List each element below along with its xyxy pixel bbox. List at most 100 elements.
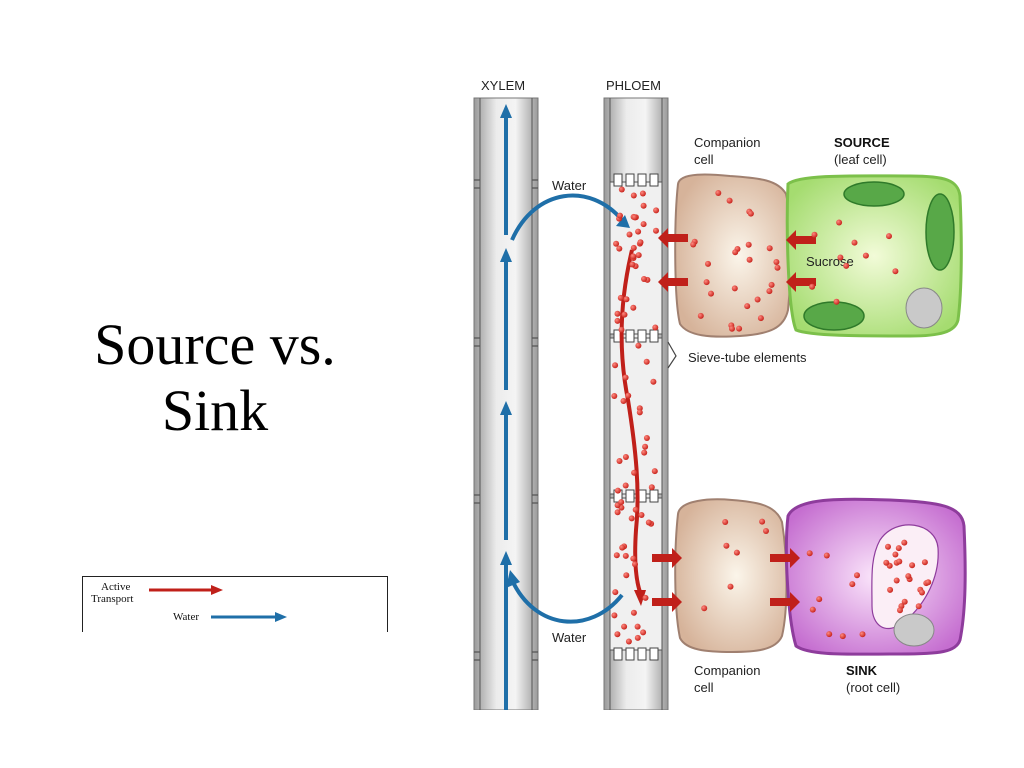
sucrose-dot xyxy=(640,202,647,209)
companion-cell-bottom-label-2: cell xyxy=(694,680,714,695)
sucrose-dot xyxy=(645,519,652,526)
source-label: SOURCE xyxy=(834,135,890,150)
sucrose-dot xyxy=(621,623,628,630)
legend-water-label: Water xyxy=(173,611,199,623)
sucrose-dot xyxy=(723,542,730,549)
sucrose-dot xyxy=(729,325,735,332)
sucrose-dot xyxy=(614,317,621,324)
sucrose-dot xyxy=(621,311,628,318)
water-label-bottom: Water xyxy=(552,630,587,645)
sucrose-dot xyxy=(623,296,630,303)
sucrose-dot xyxy=(745,241,752,248)
sucrose-dot xyxy=(614,310,621,317)
title-line-1: Source vs. xyxy=(94,312,336,377)
sucrose-dot xyxy=(622,454,629,460)
sucrose-dot xyxy=(811,231,818,238)
sucrose-dot xyxy=(613,552,620,559)
sucrose-dot xyxy=(836,219,843,226)
sucrose-dot xyxy=(631,214,638,221)
sucrose-dot xyxy=(631,469,638,476)
sucrose-dot xyxy=(622,482,629,489)
xylem-water-arrows xyxy=(500,104,512,710)
sucrose-dot xyxy=(809,606,816,613)
sucrose-dot xyxy=(773,259,780,265)
phloem-label: PHLOEM xyxy=(606,78,661,93)
sucrose-dot xyxy=(833,298,840,305)
root-cell-nucleus xyxy=(893,613,935,647)
sucrose-dot xyxy=(892,551,899,558)
water-arc-bottom xyxy=(506,570,624,624)
sucrose-dot xyxy=(623,572,630,579)
sucrose-dot xyxy=(726,197,733,204)
unloading-arrows-sink xyxy=(652,548,800,612)
sucrose-dot xyxy=(897,607,903,614)
sucrose-dot xyxy=(697,312,704,319)
sucrose-dot xyxy=(905,573,912,580)
sucrose-dot xyxy=(901,598,908,605)
sucrose-dot xyxy=(809,283,816,290)
sucrose-dot xyxy=(747,210,754,217)
legend-water-arrow xyxy=(211,612,287,622)
legend-active-label-1: Active xyxy=(101,581,130,593)
sucrose-dot xyxy=(921,559,928,566)
legend-active-label-2: Transport xyxy=(91,593,133,605)
sucrose-dot xyxy=(915,603,922,610)
sucrose-dot xyxy=(642,443,649,450)
sucrose-dot xyxy=(862,252,869,259)
sucrose-dot xyxy=(642,594,649,601)
sucrose-dot xyxy=(651,468,658,475)
sucrose-dot xyxy=(766,288,773,295)
sucrose-dot xyxy=(886,233,892,240)
sucrose-dot xyxy=(618,326,625,333)
sucrose-dot xyxy=(638,512,645,518)
sucrose-dot xyxy=(887,586,894,593)
sucrose-dot xyxy=(632,506,639,513)
water-arc-top xyxy=(510,193,630,241)
sucrose-dot xyxy=(883,559,890,566)
sucrose-dot xyxy=(616,458,623,464)
title-line-2: Sink xyxy=(161,378,269,443)
sucrose-dot xyxy=(622,552,629,559)
sucrose-dot xyxy=(650,378,657,385)
sucrose-dot xyxy=(622,374,629,381)
sucrose-dot xyxy=(826,631,833,638)
sucrose-dot xyxy=(618,499,625,506)
sucrose-dot xyxy=(895,545,902,552)
companion-cell-source xyxy=(674,173,792,338)
sucrose-dot xyxy=(708,290,714,297)
sucrose-dot xyxy=(892,268,899,275)
leaf-cell-vacuole xyxy=(905,287,943,329)
sucrose-dot xyxy=(759,518,766,525)
sucrose-dot xyxy=(620,398,627,404)
sucrose-dot xyxy=(632,561,638,568)
sucrose-dot xyxy=(919,589,925,596)
source-sublabel: (leaf cell) xyxy=(834,152,887,167)
sink-sublabel: (root cell) xyxy=(846,680,900,695)
sucrose-dot xyxy=(733,549,740,556)
sucrose-dot xyxy=(701,605,708,612)
sucrose-dot xyxy=(614,509,621,516)
companion-cell-top-label-1: Companion xyxy=(694,135,761,150)
sucrose-dot xyxy=(766,245,773,252)
sucrose-dot xyxy=(635,228,642,235)
sucrose-dot xyxy=(849,581,856,588)
sucrose-dot xyxy=(636,409,643,416)
sucrose-dot xyxy=(617,212,623,219)
sucrose-dot xyxy=(643,435,650,441)
sucrose-dot xyxy=(823,552,830,559)
sucrose-dot xyxy=(628,515,635,522)
sucrose-dot xyxy=(634,623,641,630)
loading-arrows-source xyxy=(658,228,816,292)
sucrose-dot xyxy=(625,392,632,399)
sucrose-dot xyxy=(774,264,781,271)
sucrose-dot xyxy=(806,550,813,557)
sucrose-dot xyxy=(690,241,697,248)
sucrose-dot xyxy=(909,562,916,569)
sucrose-dot xyxy=(859,631,866,638)
companion-cell-sink xyxy=(674,498,788,654)
sucrose-dot xyxy=(611,612,618,619)
sucrose-dot xyxy=(612,362,619,369)
sucrose-dot xyxy=(636,405,643,412)
sucrose-dot xyxy=(635,342,642,349)
chloroplasts xyxy=(803,181,955,331)
